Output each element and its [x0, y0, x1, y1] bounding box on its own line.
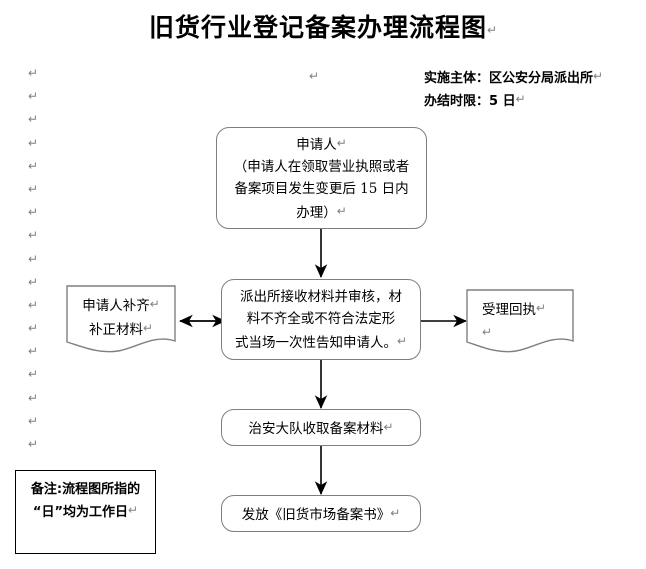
issue-line-1: 发放《旧货市场备案书》: [241, 506, 391, 523]
paragraph-mark-icon: ↵: [28, 390, 39, 405]
receipt-line-1: 受理回执: [482, 302, 536, 318]
paragraph-mark-icon: ↵: [28, 112, 39, 127]
flow-node-applicant-text: 申请人↵ （申请人在领取营业执照或者 备案项目发生变更后 15 日内 办理）↵: [226, 132, 418, 224]
paragraph-mark-icon: ↵: [28, 321, 39, 336]
paragraph-mark-icon: ↵: [28, 181, 39, 196]
paragraph-mark-icon: ↵: [28, 158, 39, 173]
flow-node-security-brigade-collect[interactable]: 治安大队收取备案材料↵: [221, 409, 421, 446]
paragraph-mark-icon: ↵: [482, 325, 493, 339]
meta-deadline-text: 办结时限：5 日: [424, 94, 516, 109]
paragraph-mark-icon: ↵: [28, 297, 39, 312]
header-meta: 实施主体：区公安分局派出所↵ 办结时限：5 日↵: [424, 66, 603, 112]
paragraph-mark-icon: ↵: [28, 89, 39, 104]
paragraph-mark-icon: ↵: [28, 437, 39, 451]
applicant-line-1: 申请人: [296, 137, 337, 153]
applicant-line-4: 办理）: [296, 205, 337, 221]
paragraph-mark-icon: ↵: [515, 92, 526, 106]
applicant-line-2: （申请人在领取营业执照或者: [233, 159, 410, 175]
flow-node-police-station-review-text: 派出所接收材料并审核，材 料不齐全或不符合法定形 式当场一次性告知申请人。↵: [227, 286, 415, 354]
applicant-line-3: 备案项目发生变更后 15 日内: [234, 181, 409, 197]
flow-node-police-station-review[interactable]: 派出所接收材料并审核，材 料不齐全或不符合法定形 式当场一次性告知申请人。↵: [221, 279, 421, 360]
meta-line-subject: 实施主体：区公安分局派出所↵: [424, 66, 603, 89]
review-line-1: 派出所接收材料并审核，材: [240, 288, 402, 305]
paragraph-mark-icon: ↵: [28, 344, 39, 359]
note-line-1-text: 备注:流程图所指的: [30, 482, 141, 497]
paragraph-mark-icon: ↵: [28, 413, 39, 428]
margin-paragraph-marks: ↵ ↵ ↵ ↵ ↵ ↵ ↵ ↵ ↵ ↵ ↵ ↵ ↵ ↵ ↵ ↵ ↵: [28, 62, 48, 456]
review-line-2: 料不齐全或不符合法定形: [246, 310, 396, 327]
paragraph-mark-icon: ↵: [28, 367, 39, 382]
flow-node-applicant-supplement-text: 申请人补齐↵ 补正材料↵: [66, 293, 176, 341]
paragraph-mark-icon: ↵: [536, 301, 547, 315]
note-box: 备注:流程图所指的 “日”均为工作日↵: [15, 470, 156, 554]
page-title: 旧货行业登记备案办理流程图↵: [0, 8, 646, 44]
note-line-1: 备注:流程图所指的: [16, 479, 155, 500]
paragraph-mark-icon: ↵: [28, 205, 39, 220]
paragraph-mark-icon: ↵: [383, 419, 394, 434]
paragraph-mark-icon: ↵: [128, 503, 139, 517]
note-line-2: “日”均为工作日↵: [16, 500, 155, 523]
paragraph-mark-icon: ↵: [486, 23, 498, 37]
document-shape-icon: [66, 285, 176, 353]
paragraph-mark-icon: ↵: [28, 228, 39, 243]
paragraph-mark-icon: ↵: [28, 251, 39, 266]
document-shape-icon: [466, 289, 574, 353]
paragraph-mark-icon: ↵: [142, 321, 154, 335]
review-line-3: 式当场一次性告知申请人。: [234, 334, 397, 351]
flow-node-security-brigade-collect-text: 治安大队收取备案材料↵: [240, 416, 401, 440]
flow-node-acceptance-receipt-text: 受理回执↵ ↵: [466, 297, 590, 345]
flow-node-applicant-supplement[interactable]: 申请人补齐↵ 补正材料↵: [66, 285, 176, 357]
paragraph-mark-icon: ↵: [28, 66, 39, 80]
paragraph-mark-icon: ↵: [309, 69, 320, 83]
note-line-2-text: “日”均为工作日: [32, 505, 129, 520]
supplement-line-1: 申请人补齐: [82, 298, 150, 314]
flow-node-issue-certificate-text: 发放《旧货市场备案书》↵: [234, 502, 409, 526]
paragraph-mark-icon: ↵: [149, 297, 160, 311]
meta-line-deadline: 办结时限：5 日↵: [424, 89, 603, 112]
brigade-line-1: 治安大队收取备案材料: [248, 420, 384, 437]
supplement-line-2: 补正材料: [88, 322, 143, 338]
flow-node-applicant[interactable]: 申请人↵ （申请人在领取营业执照或者 备案项目发生变更后 15 日内 办理）↵: [216, 127, 427, 229]
meta-subject-text: 实施主体：区公安分局派出所: [424, 71, 594, 86]
flow-node-issue-certificate[interactable]: 发放《旧货市场备案书》↵: [221, 495, 421, 532]
flow-node-acceptance-receipt[interactable]: 受理回执↵ ↵: [466, 289, 574, 357]
paragraph-mark-icon: ↵: [28, 274, 39, 289]
page-title-text: 旧货行业登记备案办理流程图: [148, 13, 487, 42]
paragraph-mark-icon: ↵: [593, 69, 604, 83]
paragraph-mark-icon: ↵: [396, 333, 408, 348]
paragraph-mark-icon: ↵: [28, 135, 39, 150]
paragraph-mark-icon: ↵: [336, 136, 347, 150]
paragraph-mark-icon: ↵: [390, 505, 401, 520]
paragraph-mark-icon: ↵: [336, 204, 347, 218]
